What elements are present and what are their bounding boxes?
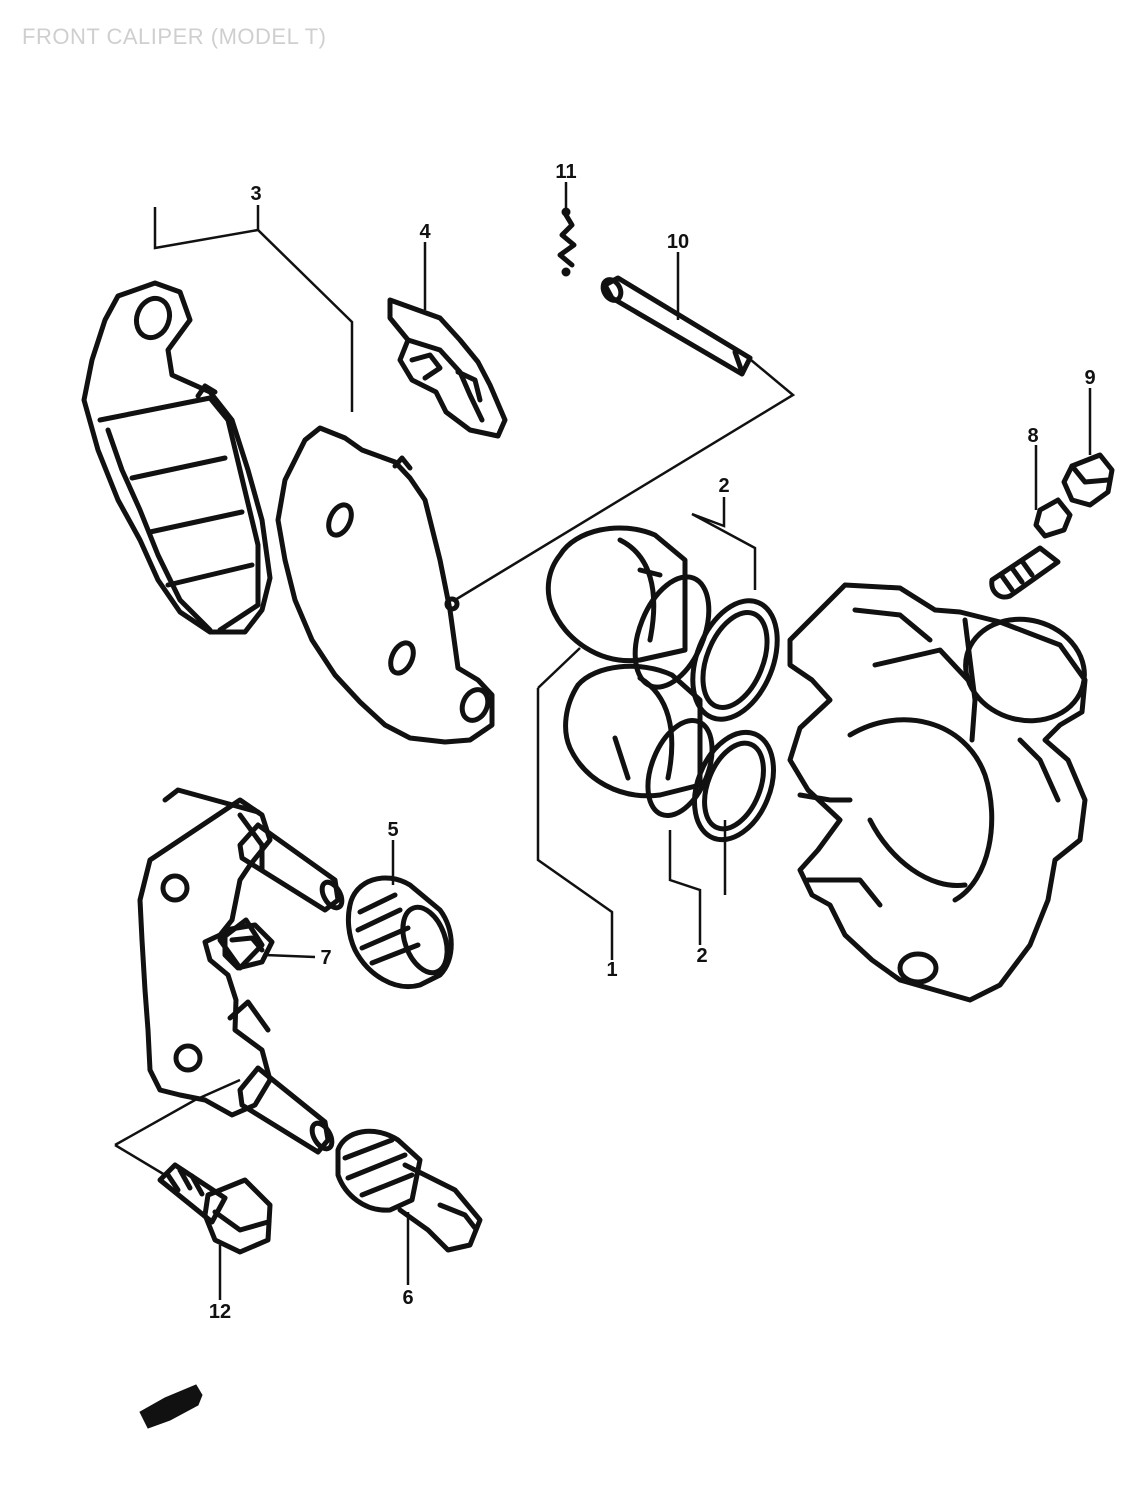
callout-8: 8 <box>1027 425 1038 447</box>
dust-boot <box>345 875 454 989</box>
page-title: FRONT CALIPER (MODEL T) <box>22 24 327 49</box>
pin-clip <box>557 207 577 277</box>
caliper-piston-lower <box>563 663 703 799</box>
caliper-piston-upper <box>545 525 688 664</box>
callout-1: 1 <box>606 959 617 981</box>
caliper-body <box>787 582 1088 1003</box>
pad-retainer-clip <box>222 922 275 971</box>
bracket-slide-pin-lower <box>237 1065 335 1155</box>
bleeder-cap <box>1061 452 1115 508</box>
callout-12: 12 <box>209 1301 231 1323</box>
front-direction-arrow-icon <box>139 1384 203 1429</box>
callout-6: 6 <box>402 1287 413 1309</box>
callout-2-lower: 2 <box>696 945 707 967</box>
brake-pad-front <box>81 280 273 635</box>
bleeder-valve <box>989 497 1073 600</box>
pad-pin <box>600 275 753 377</box>
callout-9: 9 <box>1084 367 1095 389</box>
sleeve-boot <box>335 1128 483 1253</box>
brake-pad-backing-plate <box>275 425 495 745</box>
piston-seal-upper <box>632 574 780 722</box>
callout-3: 3 <box>250 183 261 205</box>
callout-5: 5 <box>387 819 398 841</box>
pad-spring-clip <box>387 297 508 439</box>
callout-4: 4 <box>419 221 431 243</box>
callout-7: 7 <box>320 947 331 969</box>
callout-11: 11 <box>555 161 576 183</box>
bracket-slide-pin-upper <box>237 822 345 913</box>
leader-lines <box>114 182 1092 1300</box>
piston-seal-lower <box>645 717 776 843</box>
mounting-bolt <box>157 1162 273 1255</box>
callout-10: 10 <box>667 231 689 253</box>
callout-2-upper: 2 <box>718 475 729 497</box>
caliper-bracket <box>137 787 273 1118</box>
